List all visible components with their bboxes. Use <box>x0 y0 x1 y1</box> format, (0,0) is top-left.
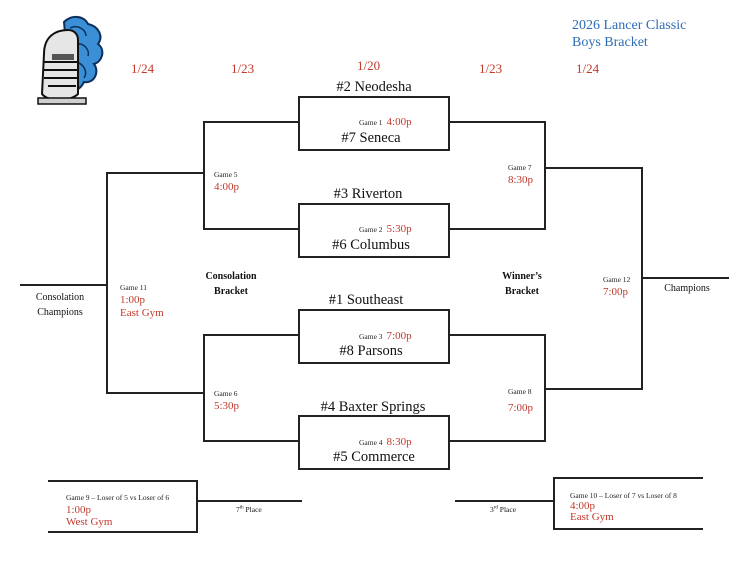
knight-helmet-icon <box>34 14 106 106</box>
team-seneca: #7 Seneca <box>341 130 401 146</box>
game-1-time: 4:00p <box>386 116 412 128</box>
game-11-gym: East Gym <box>120 307 164 319</box>
date-col-2: 1/23 <box>231 61 255 76</box>
game-7-time: 8:30p <box>508 174 534 186</box>
title-line-1: 2026 Lancer Classic <box>572 18 687 33</box>
game-9-gym: West Gym <box>66 516 113 528</box>
game-10-label: Game 10 – Loser of 7 vs Loser of 8 <box>570 491 677 500</box>
consolation-bracket-label: Consolation Bracket <box>196 269 266 299</box>
third-word: Place <box>497 505 517 514</box>
game-1-info: Game 1 4:00p <box>359 112 412 130</box>
game-6-label: Game 6 <box>214 389 238 398</box>
seventh-word: Place <box>243 505 262 514</box>
game-8-label: Game 8 <box>508 387 532 396</box>
game-12-time: 7:00p <box>603 286 629 298</box>
game-3-info: Game 3 7:00p <box>359 326 412 344</box>
bracket-title: 2026 Lancer Classic Boys Bracket <box>572 17 686 51</box>
game-1-label: Game 1 <box>359 118 383 127</box>
date-col-1: 1/24 <box>131 61 155 76</box>
game-5-label: Game 5 <box>214 170 238 179</box>
game-2-time: 5:30p <box>386 223 412 235</box>
winners-bracket-line-2: Bracket <box>505 286 539 297</box>
game-4-info: Game 4 8:30p <box>359 432 412 450</box>
team-southeast: #1 Southeast <box>328 292 404 308</box>
game-12-label: Game 12 <box>603 275 631 284</box>
game-9-info: Game 9 – Loser of 5 vs Loser of 6 1:00p … <box>66 492 169 528</box>
game-5-time: 4:00p <box>214 181 240 193</box>
title-line-2: Boys Bracket <box>572 35 648 50</box>
team-parsons: #8 Parsons <box>339 343 403 359</box>
game-2-info: Game 2 5:30p <box>359 219 412 237</box>
game-6-info: Game 6 5:30p <box>214 387 239 413</box>
game-9-label: Game 9 – Loser of 5 vs Loser of 6 <box>66 493 170 502</box>
seventh-place-label: 7th Place <box>236 505 262 514</box>
team-baxter-springs: #4 Baxter Springs <box>320 399 426 415</box>
game-3-time: 7:00p <box>386 330 412 342</box>
third-place-label: 3rd Place <box>490 505 516 514</box>
game-4-time: 8:30p <box>386 436 412 448</box>
game-6-time: 5:30p <box>214 400 240 412</box>
game-11-label: Game 11 <box>120 283 148 292</box>
game-10-info: Game 10 – Loser of 7 vs Loser of 8 4:00p… <box>570 490 677 523</box>
third-sup: rd <box>493 505 498 511</box>
team-riverton: #3 Riverton <box>333 186 403 202</box>
consolation-champions-label: Consolation Champions <box>24 290 96 320</box>
team-columbus: #6 Columbus <box>332 237 410 253</box>
game-3-label: Game 3 <box>359 332 383 341</box>
game-8-info: Game 8 7:00p <box>508 385 533 415</box>
game-5-info: Game 5 4:00p <box>214 168 239 194</box>
team-neodesha: #2 Neodesha <box>336 79 412 95</box>
game-7-info: Game 7 8:30p <box>508 161 533 187</box>
third-num: 3 <box>490 505 494 514</box>
game-11-info: Game 11 1:00p East Gym <box>120 281 164 320</box>
game-10-time: 4:00p <box>570 500 596 512</box>
game-7-label: Game 7 <box>508 163 532 172</box>
winners-bracket-line-1: Winner’s <box>502 271 542 282</box>
date-col-4: 1/23 <box>479 61 503 76</box>
consolation-bracket-line-1: Consolation <box>205 271 257 282</box>
team-commerce: #5 Commerce <box>333 449 415 465</box>
date-col-5: 1/24 <box>576 61 600 76</box>
game-9-time: 1:00p <box>66 504 92 516</box>
consolation-bracket-line-2: Bracket <box>214 286 248 297</box>
game-11-time: 1:00p <box>120 294 146 306</box>
game-8-time: 7:00p <box>508 402 534 414</box>
seventh-sup: th <box>239 505 244 511</box>
game-4-label: Game 4 <box>359 438 383 447</box>
game-12-info: Game 12 7:00p <box>603 273 630 299</box>
winners-bracket-label: Winner’s Bracket <box>487 269 557 299</box>
date-col-3: 1/20 <box>357 58 381 73</box>
game-10-gym: East Gym <box>570 511 614 523</box>
consolation-champions-line-1: Consolation <box>35 292 85 303</box>
game-2-label: Game 2 <box>359 225 383 234</box>
seventh-num: 7 <box>236 505 240 514</box>
champions-label: Champions <box>664 283 710 294</box>
consolation-champions-line-2: Champions <box>37 307 83 318</box>
